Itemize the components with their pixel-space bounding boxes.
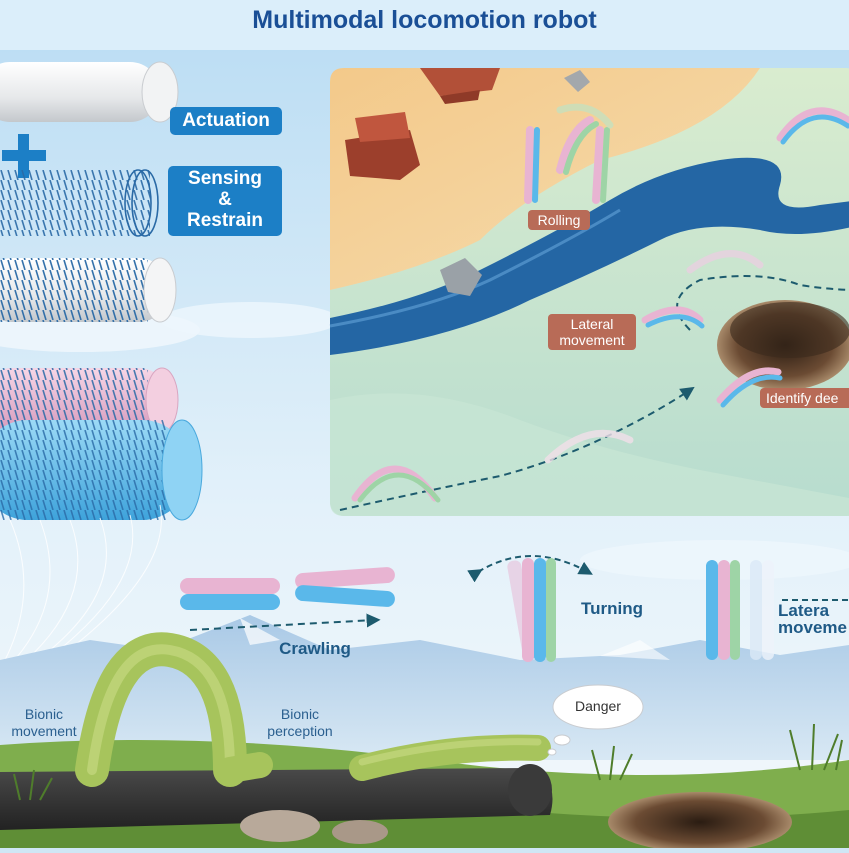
ampersand-text: & [218, 189, 232, 210]
rolling-robots [524, 103, 614, 204]
bionic-perception-line2: perception [267, 723, 333, 739]
rock-icon [564, 70, 590, 92]
bionic-movement-line1: Bionic [24, 706, 64, 722]
bionic-movement-label: Bionic movement [0, 706, 88, 740]
figure-title: Multimodal locomotion robot [252, 6, 597, 34]
bionic-perception-label: Bionic perception [250, 706, 350, 740]
burrow-hole [608, 792, 792, 852]
log [0, 768, 553, 830]
lateral-movement-label: Latera moveme [778, 602, 849, 636]
movement-mode-text: moveme [778, 618, 847, 637]
actuation-tube [0, 61, 179, 123]
sensing-tube [0, 257, 177, 323]
lateral-robot [706, 560, 849, 660]
robot-tube-pair [0, 367, 203, 521]
motion-path [676, 275, 849, 331]
caterpillar-flat [349, 734, 551, 781]
rolling-tag: Rolling [528, 210, 590, 230]
bionic-perception-line1: Bionic [280, 706, 320, 722]
terrain-panel [329, 68, 849, 516]
restrain-text: Restrain [186, 210, 264, 231]
crawling-robot [180, 567, 395, 631]
turning-robot [467, 555, 593, 662]
sensing-text: Sensing [188, 168, 262, 189]
coil-spring [0, 169, 159, 237]
danger-bubble [547, 684, 644, 756]
rock-icon [440, 258, 482, 296]
rock-formation [345, 68, 500, 180]
turning-label: Turning [581, 599, 643, 618]
movement-text: movement [559, 332, 625, 348]
identify-deep-hole-tag: Identify dee [760, 388, 849, 408]
danger-text: Danger [575, 698, 621, 714]
caterpillar-arched [75, 632, 273, 787]
bionic-movement-line2: movement [11, 723, 77, 739]
lateral-mode-text: Latera [778, 601, 830, 620]
lateral-movement-tag: Lateral movement [548, 314, 636, 350]
lateral-text: Lateral [570, 316, 614, 332]
plus-icon [2, 134, 46, 178]
actuation-label: Actuation [170, 107, 282, 135]
motion-path [339, 386, 695, 511]
crawling-label: Crawling [279, 639, 351, 658]
sensing-restrain-label: Sensing & Restrain [168, 166, 282, 236]
